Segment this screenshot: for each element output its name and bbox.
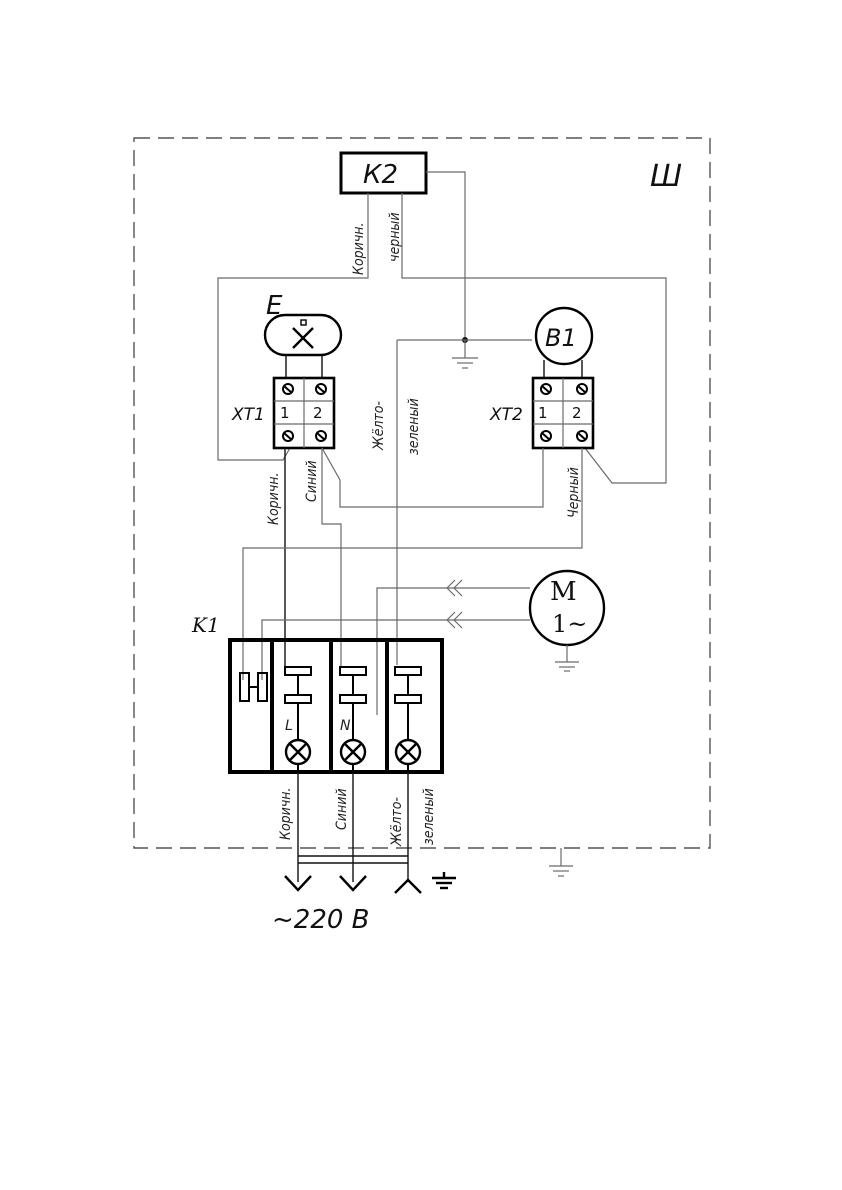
component-b1: B1: [534, 306, 594, 366]
xt2-label: XT2: [489, 405, 523, 425]
wire-label-pe-yellow: Жёлто-: [371, 401, 387, 451]
wire-label-xt2-black: Черный: [566, 467, 582, 518]
motor-wire-1: [376, 587, 530, 715]
ground-icon: [432, 872, 456, 890]
k2-black-wire: [401, 193, 667, 484]
k1-label: K1: [191, 613, 220, 637]
motor-label-top: M: [550, 577, 577, 607]
wire-label-k2-brown: Коричн.: [351, 222, 367, 275]
k2-ground-wire: [426, 171, 466, 340]
k1-pole: L: [284, 666, 312, 772]
wire-label-out-blue: Синий: [334, 788, 350, 830]
screw-icon: [540, 383, 588, 442]
screw-icon: [282, 383, 327, 442]
cabinet-frame: [133, 137, 711, 849]
cabinet-label: Ш: [650, 159, 682, 194]
indicator-lamp-icon: [284, 738, 312, 766]
k1-pole: [394, 666, 422, 772]
wire-label-out-yellow: Жёлто-: [389, 797, 405, 847]
supply-arrow-icon: [284, 875, 422, 894]
wire-label-xt1-blue: Синий: [304, 460, 320, 502]
k2-label: К2: [363, 160, 398, 190]
ground-icon: [555, 645, 579, 672]
e-label: E: [266, 291, 283, 321]
pole-label: N: [340, 718, 351, 734]
wire-label-out-green: зеленый: [421, 788, 437, 845]
terminal-block-xt1: 1 2 XT1: [231, 376, 336, 450]
supply-voltage-label: ~220 В: [272, 905, 370, 935]
xt2-terminal-2: 2: [572, 404, 582, 422]
indicator-lamp-icon: [394, 738, 422, 766]
indicator-lamp-icon: [339, 738, 367, 766]
xt1-blue-wire: [321, 448, 342, 668]
connector-icon: [446, 579, 463, 629]
motor-label-bottom: 1~: [552, 610, 587, 638]
b1-label: B1: [545, 324, 577, 352]
xt2-black-wire: [242, 448, 583, 680]
pole-label: L: [285, 718, 293, 734]
coil-icon: [239, 672, 268, 702]
component-k1: [228, 638, 444, 774]
component-k2: К2: [339, 151, 428, 195]
xt1-terminal-2: 2: [313, 404, 323, 422]
terminal-block-xt2: 1 2 XT2: [489, 376, 595, 450]
xt1-xt2-blue-wire: [321, 447, 544, 508]
component-motor: M 1~: [528, 569, 606, 647]
k2-brown-wire: [217, 193, 369, 461]
wire-label-pe-green: зеленый: [406, 398, 422, 455]
wire-label-out-brown: Коричн.: [278, 787, 294, 840]
wire-label-k2-black: черный: [387, 212, 403, 262]
motor-wire-2: [261, 619, 530, 680]
xt1-terminal-1: 1: [280, 404, 290, 422]
component-e-lamp: E: [263, 291, 343, 357]
wire-label-xt1-brown: Коричн.: [266, 472, 282, 525]
ground-icon: [452, 340, 478, 369]
xt2-terminal-1: 1: [538, 404, 548, 422]
ground-icon: [549, 848, 573, 877]
xt1-label: XT1: [231, 405, 265, 425]
k1-pole: N: [339, 666, 367, 772]
